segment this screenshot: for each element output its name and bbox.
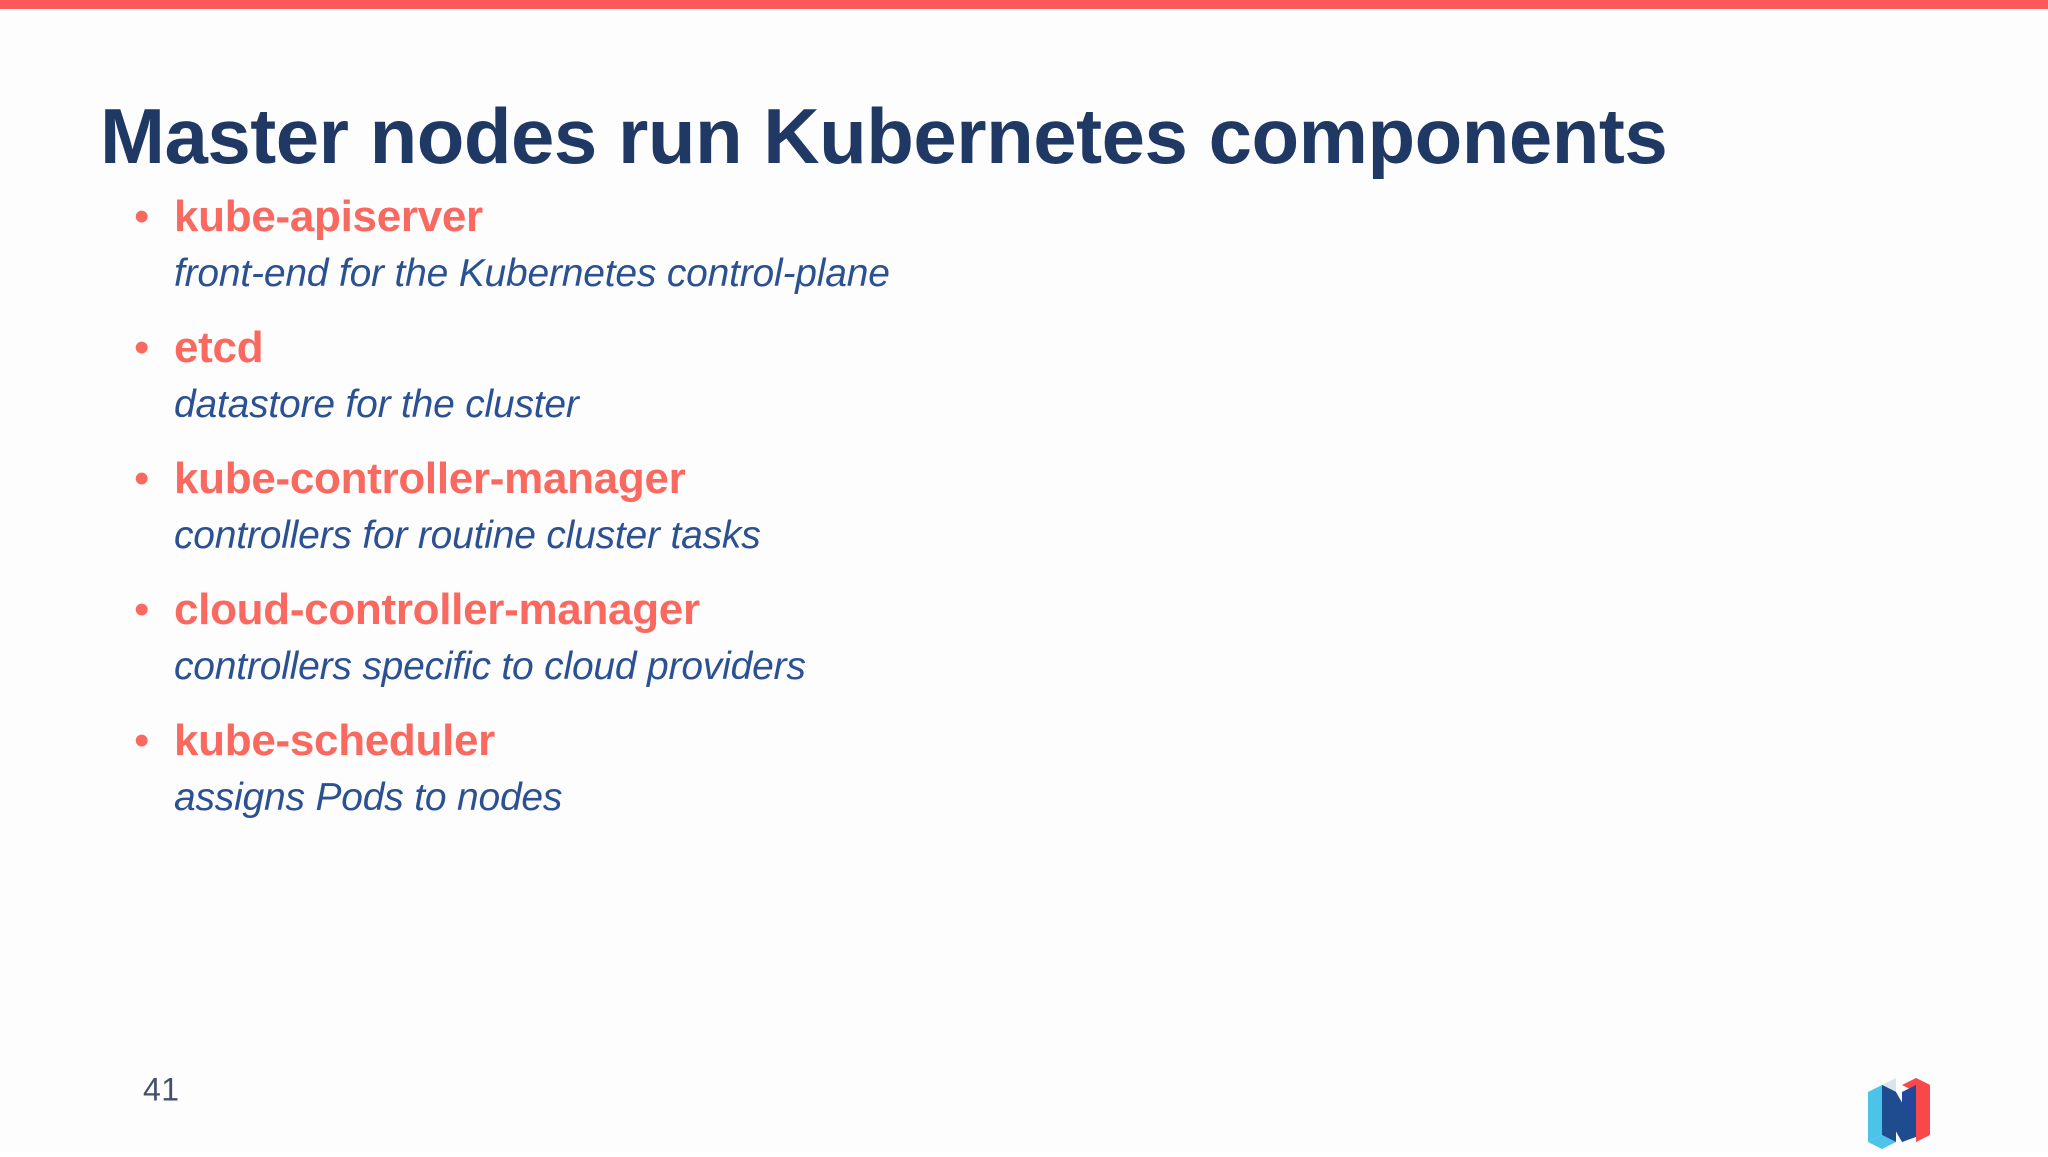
list-item: • cloud-controller-manager controllers s… [134,585,1834,689]
bullet-dot-icon: • [134,192,150,241]
component-description: front-end for the Kubernetes control-pla… [174,252,890,296]
component-description: datastore for the cluster [174,383,579,427]
component-term: kube-scheduler [174,715,496,765]
term-row: • kube-apiserver [134,192,1834,241]
list-item: • kube-scheduler assigns Pods to nodes [134,716,1834,820]
term-row: • etcd [134,323,1834,372]
term-row: • cloud-controller-manager [134,585,1834,634]
bullet-dot-icon: • [134,322,150,372]
brand-logo-icon [1862,1075,1936,1152]
term-row: • kube-controller-manager [134,454,1834,503]
component-description: controllers for routine cluster tasks [174,514,761,558]
page-number: 41 [143,1071,180,1108]
bullet-dot-icon: • [134,715,150,765]
component-term: kube-apiserver [174,192,483,241]
term-row: • kube-scheduler [134,716,1834,765]
list-item: • etcd datastore for the cluster [134,323,1834,427]
component-term: cloud-controller-manager [174,584,700,634]
page-title: Master nodes run Kubernetes components [100,92,1668,181]
bullet-dot-icon: • [134,453,150,503]
component-term: kube-controller-manager [174,453,686,503]
component-description: controllers specific to cloud providers [174,645,806,689]
bullet-dot-icon: • [134,584,150,634]
list-item: • kube-apiserver front-end for the Kuber… [134,192,1834,296]
component-description: assigns Pods to nodes [174,776,563,820]
top-accent-bar [0,0,2048,9]
list-item: • kube-controller-manager controllers fo… [134,454,1834,558]
component-term: etcd [174,322,264,372]
component-list: • kube-apiserver front-end for the Kuber… [134,192,1834,820]
